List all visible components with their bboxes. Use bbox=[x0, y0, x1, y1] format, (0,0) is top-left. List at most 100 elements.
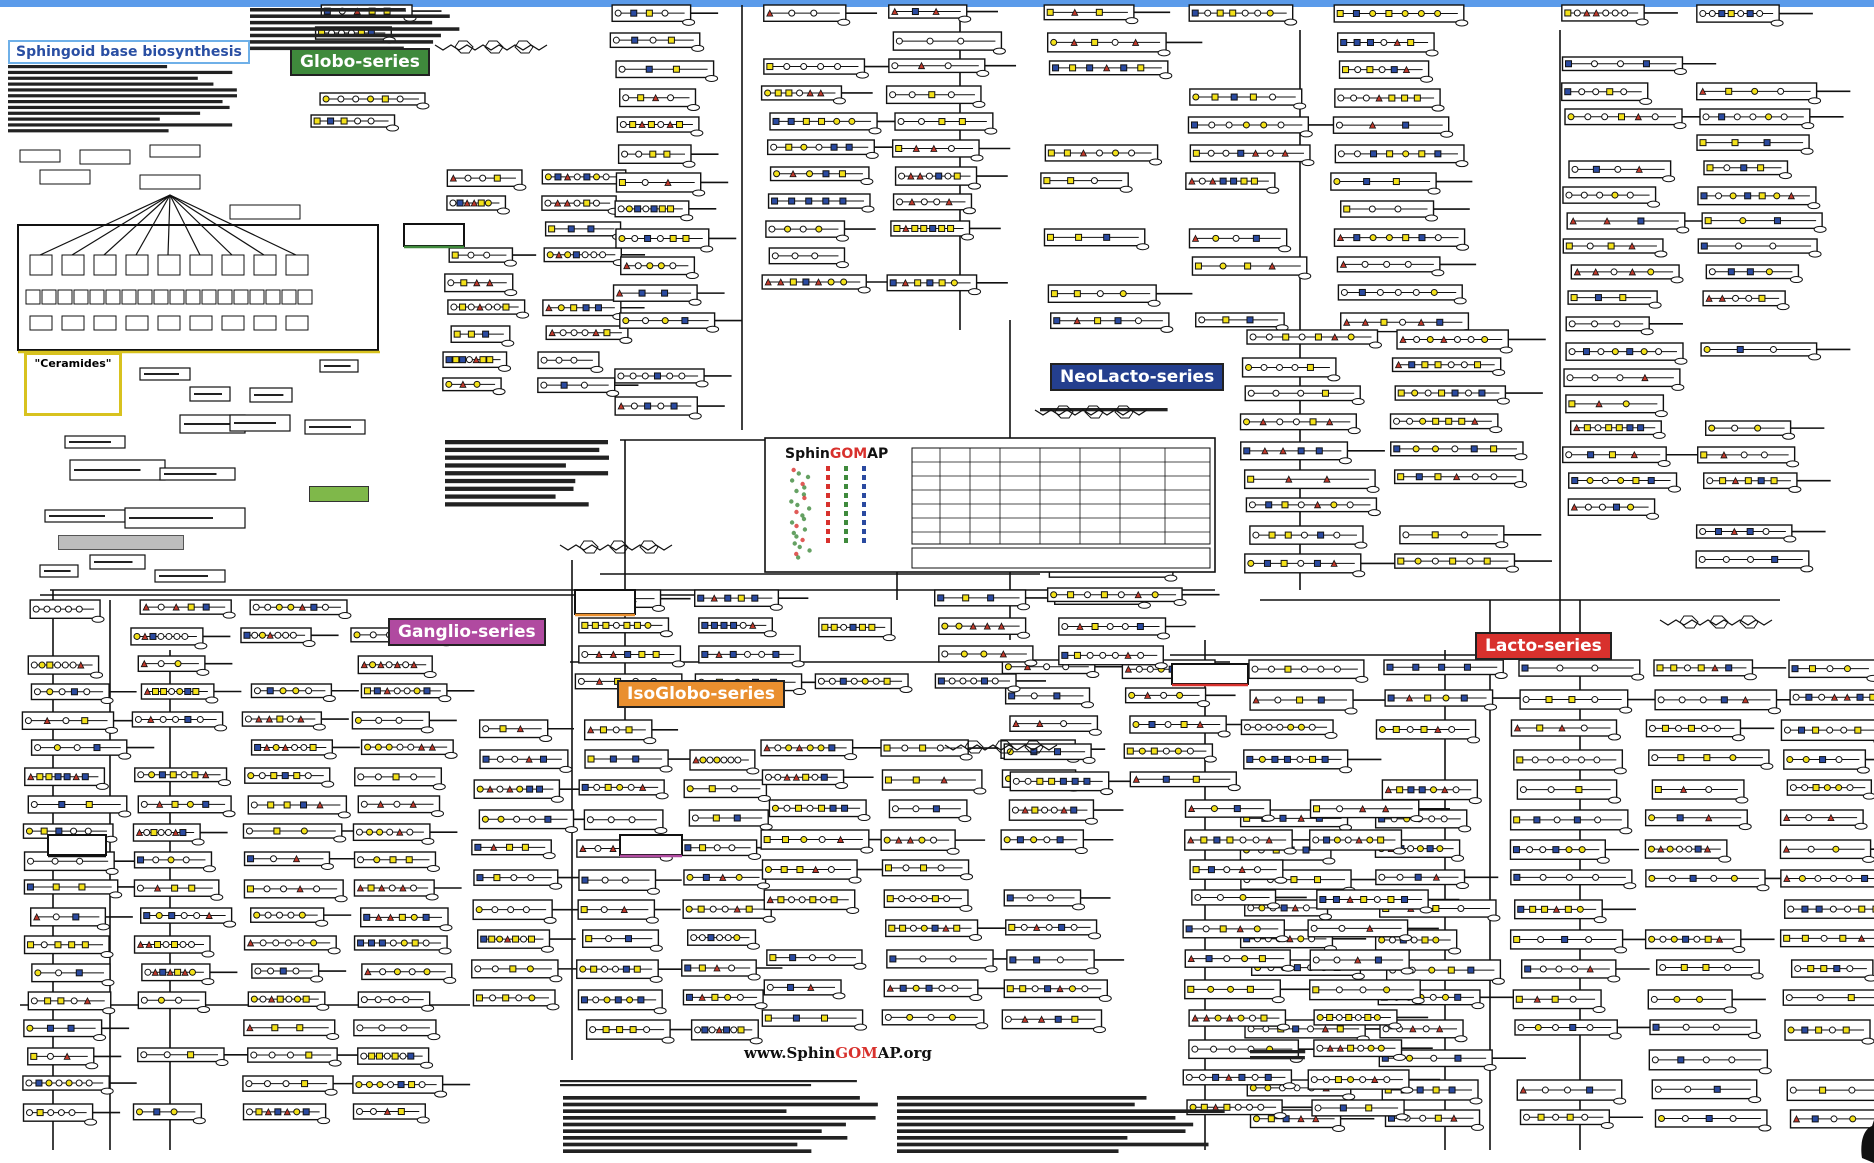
glycan-box bbox=[1780, 840, 1874, 862]
legend-logo-part-2: GOM bbox=[830, 446, 867, 462]
glycan-box bbox=[1245, 470, 1379, 492]
glycan-box bbox=[1563, 187, 1660, 207]
glycan-box bbox=[546, 222, 625, 240]
glycan-box bbox=[1517, 1080, 1625, 1104]
glycan-box bbox=[619, 145, 695, 167]
glycan-box bbox=[321, 5, 416, 21]
glycan-box bbox=[1649, 1050, 1771, 1074]
glycan-box bbox=[135, 768, 231, 786]
glycan-box bbox=[1568, 291, 1661, 308]
glycan-box bbox=[1650, 1020, 1760, 1039]
glycan-box bbox=[1781, 810, 1867, 829]
glycan-box bbox=[245, 852, 334, 869]
glycan-box bbox=[1007, 950, 1098, 974]
series-start-box bbox=[1172, 664, 1248, 685]
glycan-box bbox=[1652, 1080, 1760, 1103]
glycan-box bbox=[1569, 473, 1681, 492]
glycan-box bbox=[1511, 870, 1636, 889]
glycan-box bbox=[615, 369, 708, 387]
glycan-box bbox=[769, 800, 870, 821]
glycan-box bbox=[473, 900, 556, 923]
glycan-box bbox=[311, 115, 398, 131]
glycan-box bbox=[252, 740, 337, 759]
glycan-box bbox=[135, 936, 214, 957]
glycan-box bbox=[538, 352, 603, 372]
structure-sketch bbox=[1035, 406, 1147, 418]
glycan-box bbox=[882, 1010, 987, 1029]
glycan-box bbox=[449, 248, 516, 266]
glycan-box bbox=[1001, 830, 1087, 854]
glycan-box bbox=[135, 852, 216, 872]
glycan-box bbox=[1185, 980, 1285, 1003]
glycan-box bbox=[1009, 800, 1097, 824]
glycan-box bbox=[354, 880, 438, 900]
glycan-box bbox=[764, 59, 869, 78]
glycan-box bbox=[1338, 33, 1438, 56]
glycan-box bbox=[1704, 161, 1791, 179]
glycan-box bbox=[320, 93, 429, 109]
glycan-box bbox=[1395, 386, 1509, 404]
glycan-box bbox=[138, 1048, 228, 1066]
glycan-box bbox=[1520, 690, 1632, 713]
glycan-box bbox=[587, 1020, 674, 1043]
glycan-box bbox=[248, 796, 350, 818]
glycan-box bbox=[1792, 960, 1874, 981]
glycan-box bbox=[684, 780, 770, 801]
glycan-box bbox=[886, 920, 982, 940]
glycan-box bbox=[251, 908, 328, 926]
glycan-box bbox=[354, 1104, 430, 1123]
glycan-box bbox=[683, 990, 767, 1009]
glycan-box bbox=[244, 880, 347, 902]
glycan-box bbox=[1059, 646, 1167, 669]
glycan-box bbox=[22, 712, 117, 733]
glycan-box bbox=[1308, 1070, 1413, 1093]
glycan-box bbox=[1784, 750, 1870, 773]
glycan-box bbox=[1334, 5, 1468, 26]
glycan-box bbox=[1569, 161, 1675, 182]
text-block bbox=[1040, 408, 1168, 411]
glycan-box bbox=[1510, 840, 1609, 863]
glycan-box bbox=[131, 628, 207, 649]
glycan-box bbox=[1241, 442, 1352, 464]
glycan-box bbox=[1247, 330, 1381, 348]
glycan-box bbox=[133, 824, 204, 845]
glycan-box bbox=[1048, 33, 1170, 56]
neolacto-series-label: NeoLacto-series bbox=[1050, 363, 1224, 391]
glycan-box bbox=[894, 194, 976, 214]
glycan-box bbox=[1188, 117, 1312, 137]
glycan-box bbox=[451, 326, 514, 346]
glycan-box bbox=[1563, 239, 1667, 257]
glycan-box bbox=[1337, 257, 1443, 276]
glycan-box bbox=[252, 964, 323, 982]
glycan-box bbox=[1185, 830, 1296, 854]
ceramide-box bbox=[90, 555, 145, 569]
glycan-box bbox=[1341, 201, 1438, 221]
glycan-box bbox=[699, 618, 776, 637]
structure-sketch bbox=[435, 41, 547, 53]
glycan-box bbox=[1397, 330, 1512, 353]
glycan-box bbox=[579, 646, 685, 667]
series-start-box bbox=[620, 835, 682, 856]
glycan-box bbox=[1562, 5, 1648, 25]
glycan-box bbox=[764, 980, 845, 999]
glycan-box bbox=[615, 397, 701, 419]
glycan-box bbox=[142, 964, 214, 985]
glycan-box bbox=[1189, 229, 1290, 252]
glycan-box bbox=[935, 590, 1030, 610]
glycan-box bbox=[1393, 358, 1505, 375]
glycan-box bbox=[243, 824, 345, 842]
glycan-box bbox=[579, 780, 668, 799]
structure-sketch bbox=[560, 541, 672, 553]
glycan-box bbox=[1041, 173, 1132, 192]
glycan-box bbox=[1002, 1010, 1105, 1033]
ceramide-box bbox=[45, 510, 125, 522]
glycan-box bbox=[1340, 61, 1433, 82]
glycan-box bbox=[1697, 135, 1813, 154]
glycan-box bbox=[819, 618, 895, 641]
series-start-box bbox=[404, 224, 464, 247]
glycan-box bbox=[1648, 990, 1736, 1013]
endoceramide-tag bbox=[309, 486, 369, 502]
glycan-box bbox=[1655, 690, 1780, 714]
ceramide-box bbox=[65, 436, 125, 448]
